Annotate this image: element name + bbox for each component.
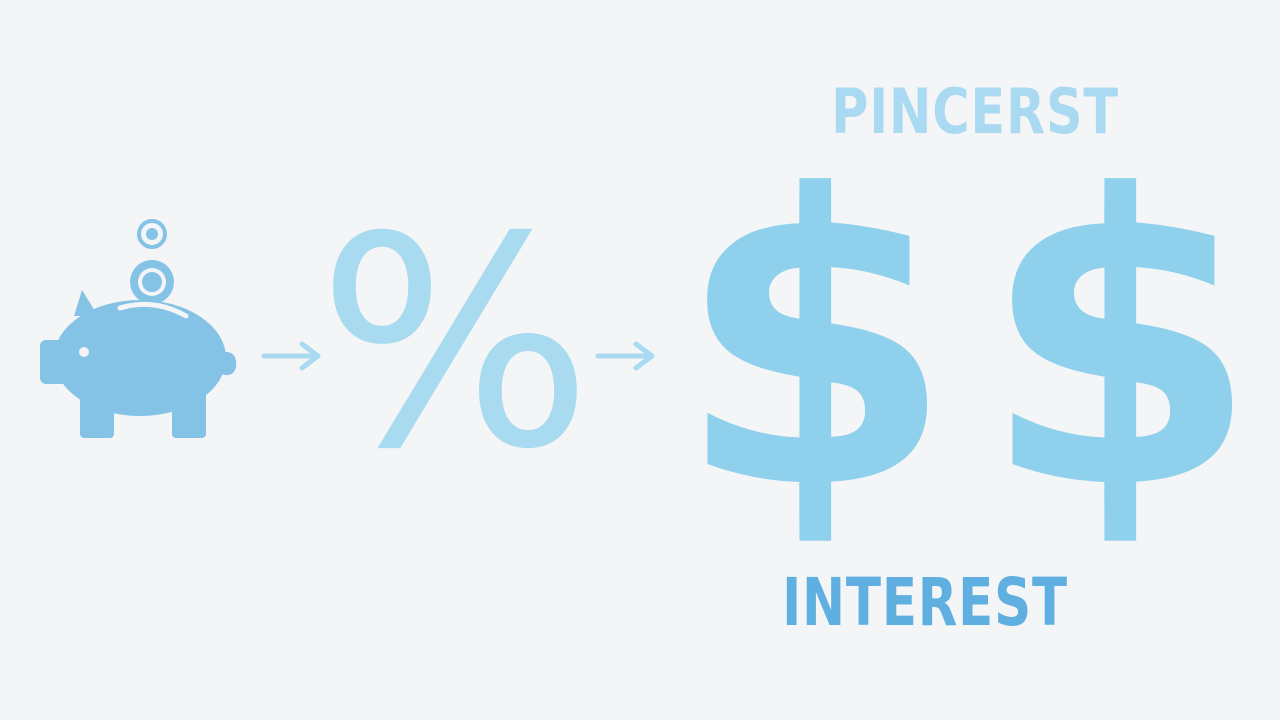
coin-large-icon [130, 260, 174, 304]
arrow-right-icon [595, 341, 655, 371]
interest-label: INTEREST [782, 563, 1068, 641]
dollar-symbol: $ [675, 112, 955, 577]
arrow-right-icon [261, 341, 321, 371]
top-label: PINCERST [831, 74, 1119, 148]
dollar-symbol: $ [980, 112, 1260, 577]
coin-small-icon [137, 219, 167, 249]
piggy-bank-icon [40, 219, 237, 438]
percent-symbol: % [317, 176, 593, 513]
